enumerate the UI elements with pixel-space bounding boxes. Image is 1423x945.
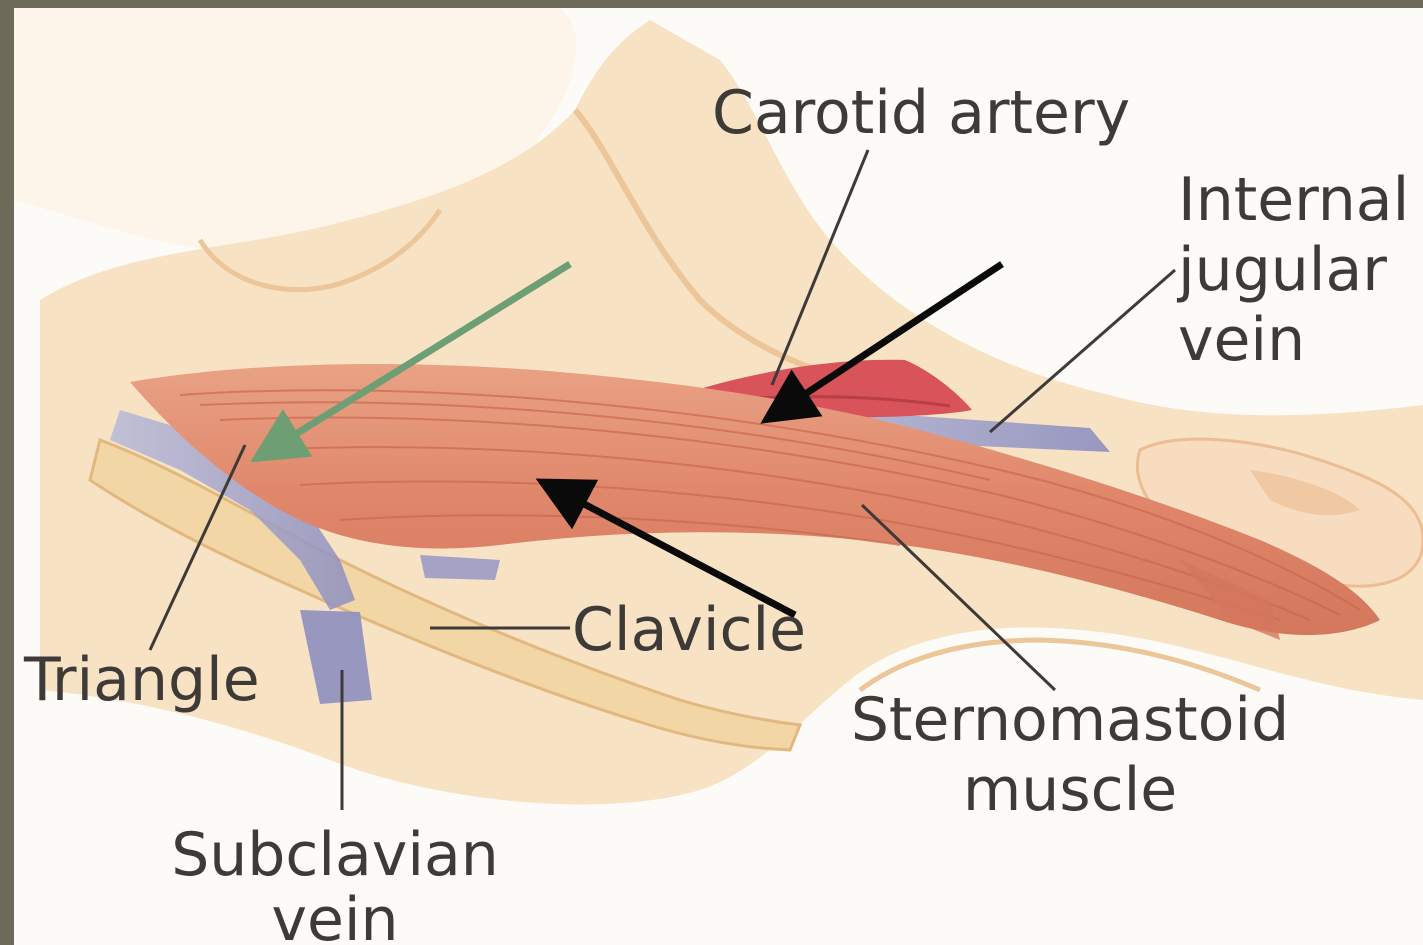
label-internal-jugular-line3: vein: [1178, 305, 1305, 375]
label-internal-jugular-line2: jugular: [1176, 235, 1387, 305]
label-subclavian-line1: Subclavian: [171, 820, 499, 890]
label-clavicle: Clavicle: [572, 595, 806, 665]
label-subclavian-line2: vein: [271, 885, 398, 945]
label-sternomastoid-line2: muscle: [963, 755, 1177, 825]
label-internal-jugular-line1: Internal: [1178, 165, 1409, 235]
label-sternomastoid-line1: Sternomastoid: [851, 685, 1289, 755]
label-triangle: Triangle: [23, 645, 260, 715]
label-carotid-artery: Carotid artery: [712, 78, 1130, 148]
